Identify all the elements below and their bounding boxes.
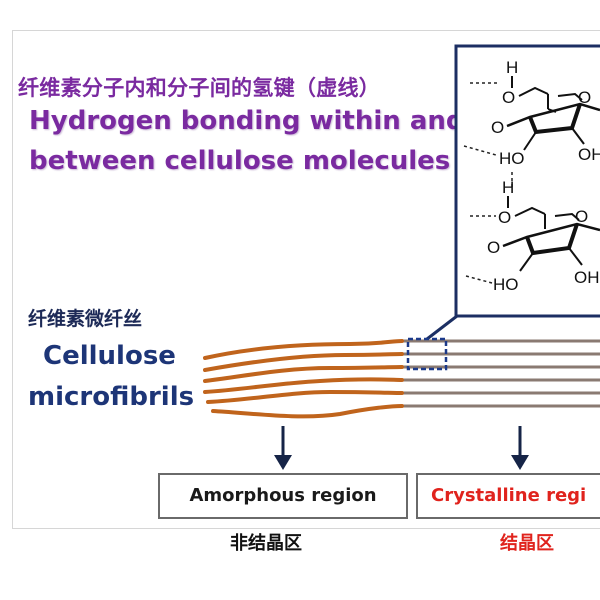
diagram-frame [12,30,600,529]
title-en-line2: between cellulose molecules [29,146,451,176]
microfibril-label-zh: 纤维素微纤丝 [28,308,143,330]
group-label-OH2: OH [574,268,600,287]
amorphous-region-caption-zh: 非结晶区 [230,533,302,554]
glucose-unit-top [506,76,600,151]
atom-label-O4: O [498,208,511,227]
group-label-HO2: HO [493,275,519,294]
title-zh: 纤维素分子内和分子间的氢键（虚线） [18,76,381,100]
crystalline-region-label: Crystalline regi [416,473,600,519]
atom-label-H1: H [506,58,518,77]
group-label-HO1: HO [499,149,525,168]
glucose-unit-bottom [502,196,600,272]
amorphous-region-label: Amorphous region [158,473,408,519]
crystalline-region-caption-zh: 结晶区 [500,533,554,554]
title-en-line1: Hydrogen bonding within and [29,106,465,136]
atom-label-O6: O [575,207,588,226]
microfibril-label-en-line1: Cellulose [43,341,176,371]
microfibril-label-en-line2: microfibrils [28,382,195,412]
group-label-OH1: OH [578,145,600,164]
amorphous-fibers [203,339,404,419]
atom-label-O3: O [578,88,591,107]
crystalline-fibers [402,339,600,408]
arrow-amorphous [274,426,292,470]
atom-label-O1: O [502,88,515,107]
atom-label-O2: O [491,118,504,137]
atom-label-H2: H [502,178,514,197]
zoom-connector-line [426,314,458,341]
zoom-selection-box [406,337,448,371]
atom-label-O5: O [487,238,500,257]
arrow-crystalline [511,426,529,470]
hydrogen-bonds [463,82,513,284]
